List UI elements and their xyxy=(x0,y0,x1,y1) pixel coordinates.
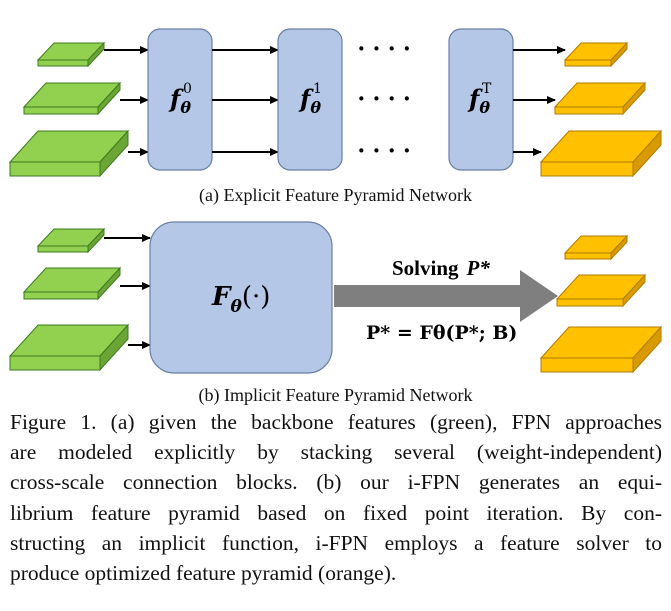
solver-arrow xyxy=(334,270,558,322)
green-slab-small xyxy=(36,41,106,68)
block-f1-sup: 1 xyxy=(313,81,322,97)
diagram: fθ 0 fθ 1 fθ T · · · · · · · · · · · · xyxy=(8,28,663,374)
svg-text:· · · ·: · · · · xyxy=(357,34,411,63)
orange-slab-medium xyxy=(553,81,647,116)
svg-text:· · · ·: · · · · xyxy=(357,84,411,113)
caption-line: structing an implicit function, i-FPN em… xyxy=(10,530,662,555)
block-f1-label: fθ xyxy=(298,84,321,117)
green-slab-large xyxy=(8,129,130,178)
block-f0-label: fθ xyxy=(168,84,191,117)
caption-line: produce optimized feature pyramid (orang… xyxy=(10,561,397,586)
input-arrows-b xyxy=(104,234,151,349)
mid-arrows-a xyxy=(212,46,279,156)
caption-panel-a: (a) Explicit Feature Pyramid Network xyxy=(199,185,472,205)
orange-slab-medium-b xyxy=(555,273,647,308)
block-F xyxy=(149,221,333,374)
block-F-label: Fθ(·) xyxy=(211,282,270,317)
orange-slab-small-b xyxy=(563,234,629,261)
panel-a: fθ 0 fθ 1 fθ T · · · · · · · · · · · · xyxy=(8,28,663,178)
caption-panel-b: (b) Implicit Feature Pyramid Network xyxy=(198,385,473,405)
green-slab-large-b xyxy=(8,323,130,372)
ellipsis-dots: · · · · · · · · · · · · xyxy=(357,34,411,165)
caption-line: cross-scale connection blocks. (b) our i… xyxy=(10,470,662,495)
input-arrows-a xyxy=(104,46,149,156)
orange-slab-large xyxy=(539,129,663,178)
caption-line: Figure 1. (a) given the backbone feature… xyxy=(10,410,662,434)
green-slab-medium xyxy=(22,81,122,116)
orange-slab-small xyxy=(563,41,629,68)
block-fT-sup: T xyxy=(482,81,492,97)
orange-slab-large-b xyxy=(539,325,663,374)
caption-line: librium feature pyramid based on fixed p… xyxy=(10,500,662,525)
caption-line: are modeled explicitly by stacking sever… xyxy=(10,440,662,465)
block-fT-label: fθ xyxy=(467,84,490,117)
output-arrows-a xyxy=(513,46,566,156)
green-slab-medium-b xyxy=(22,266,122,301)
figure-caption: Figure 1. (a) given the backbone feature… xyxy=(10,407,662,588)
fixed-point-equation: P* = Fθ(P*; B) xyxy=(366,322,517,344)
block-f0-sup: 0 xyxy=(183,81,192,97)
green-slab-small-b xyxy=(36,227,106,254)
svg-text:· · · ·: · · · · xyxy=(357,136,411,165)
block-f1 xyxy=(277,28,343,171)
